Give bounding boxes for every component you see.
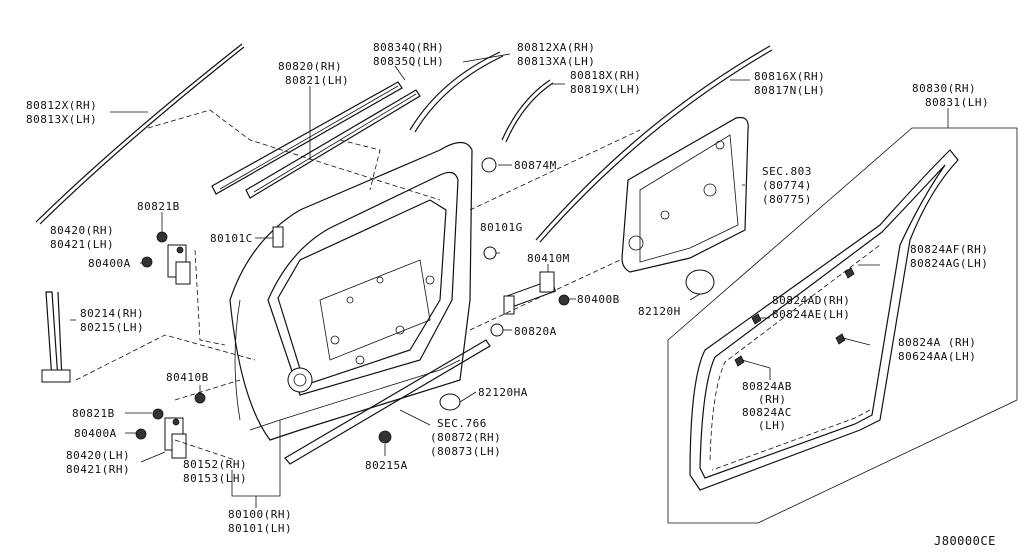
label-80400b: 80400B [577, 293, 620, 306]
label-80820a: 80820A [514, 325, 557, 338]
bolt-80400a-bot [135, 428, 147, 440]
label-80813x: 80813X(LH) [26, 113, 97, 126]
inner-panel-80774 [621, 116, 749, 273]
label-80152: 80152(RH) [183, 458, 247, 471]
label-80824ab-rh: (RH) [758, 393, 787, 406]
regulator-rail-80214 [41, 291, 71, 383]
door-frame [229, 141, 473, 441]
label-sec803: SEC.803 [762, 165, 812, 178]
diagram-id: J80000CE [934, 534, 996, 548]
label-80421-top: 80421(LH) [50, 238, 114, 251]
label-80824ac-lh: (LH) [758, 419, 787, 432]
weatherstrip-80834q [245, 89, 421, 199]
label-80874m: 80874M [514, 159, 557, 172]
label-80215: 80215(LH) [80, 321, 144, 334]
label-80420-top: 80420(RH) [50, 224, 114, 237]
label-80873: (80873(LH) [430, 445, 501, 458]
clip-80824ab [734, 355, 745, 367]
clip-80101g [483, 246, 497, 260]
label-80774: (80774) [762, 179, 812, 192]
dashed-guides [75, 109, 641, 461]
label-80400a-bot: 80400A [74, 427, 117, 440]
clip-80874m [481, 157, 497, 173]
clip-80820a [490, 323, 504, 337]
label-80824aa: 80624AA(LH) [898, 350, 976, 363]
label-80819x: 80819X(LH) [570, 83, 641, 96]
label-80812x: 80812X(RH) [26, 99, 97, 112]
label-80831: 80831(LH) [925, 96, 989, 109]
label-80813xa: 80813XA(LH) [517, 55, 595, 68]
door-weatherstrip-80830 [689, 149, 959, 491]
cap-82120ha [439, 393, 461, 411]
part-labels: 80812X(RH) 80813X(LH) 80820(RH) 80821(LH… [26, 41, 996, 548]
lower-molding-80872 [284, 339, 491, 465]
label-80400a-top: 80400A [88, 257, 131, 270]
label-80835q: 80835Q(LH) [373, 55, 444, 68]
label-80101: 80101(LH) [228, 522, 292, 535]
label-80420-bot: 80420(LH) [66, 449, 130, 462]
bolt-80400b [558, 294, 570, 306]
label-sec766: SEC.766 [437, 417, 487, 430]
molding-80818x [501, 79, 554, 143]
label-80824a: 80824A (RH) [898, 336, 976, 349]
bolt-80821b-bot [152, 408, 164, 420]
bolt-80215a [378, 430, 392, 444]
label-80775: (80775) [762, 193, 812, 206]
label-80824ae: 80824AE(LH) [772, 308, 850, 321]
label-80421-bot: 80421(RH) [66, 463, 130, 476]
check-link-80410m [503, 271, 557, 315]
label-80153: 80153(LH) [183, 472, 247, 485]
bolt-80410b [194, 392, 206, 404]
clip-80824ad [751, 313, 762, 325]
label-82120h: 82120H [638, 305, 681, 318]
cap-82120h [685, 269, 715, 295]
label-80824ad: 80824AD(RH) [772, 294, 850, 307]
label-80816x: 80816X(RH) [754, 70, 825, 83]
molding-80812xa [409, 51, 504, 133]
label-80101g: 80101G [480, 221, 523, 234]
frame-box-80830 [667, 127, 1018, 524]
hinge-lower-80420 [164, 417, 187, 459]
label-80821b-top: 80821B [137, 200, 180, 213]
clip-80824a [835, 333, 846, 345]
label-80818x: 80818X(RH) [570, 69, 641, 82]
label-80834q: 80834Q(RH) [373, 41, 444, 54]
label-80214: 80214(RH) [80, 307, 144, 320]
clip-80824af [844, 267, 855, 279]
label-80820: 80820(RH) [278, 60, 342, 73]
label-80821b-bot: 80821B [72, 407, 115, 420]
bolt-80821b-top [156, 231, 168, 243]
label-80872: (80872(RH) [430, 431, 501, 444]
molding-80816x [535, 45, 773, 243]
label-80821: 80821(LH) [285, 74, 349, 87]
leader-lines [70, 53, 949, 508]
clip-80101c [272, 226, 284, 248]
label-80812xa: 80812XA(RH) [517, 41, 595, 54]
label-80824ac: 80824AC [742, 406, 792, 419]
label-80410m: 80410M [527, 252, 570, 265]
label-80830: 80830(RH) [912, 82, 976, 95]
outer-molding-80812x [35, 43, 245, 225]
label-80824ag: 80824AG(LH) [910, 257, 988, 270]
label-80824ab: 80824AB [742, 380, 792, 393]
label-80824af: 80824AF(RH) [910, 243, 988, 256]
label-80215a: 80215A [365, 459, 408, 472]
bolt-80400a-top [141, 256, 153, 268]
label-80101c: 80101C [210, 232, 253, 245]
label-80817n: 80817N(LH) [754, 84, 825, 97]
label-80100: 80100(RH) [228, 508, 292, 521]
label-80410b: 80410B [166, 371, 209, 384]
weatherstrip-80820 [211, 81, 403, 195]
label-82120ha: 82120HA [478, 386, 528, 399]
hinge-upper-80420 [167, 244, 191, 285]
